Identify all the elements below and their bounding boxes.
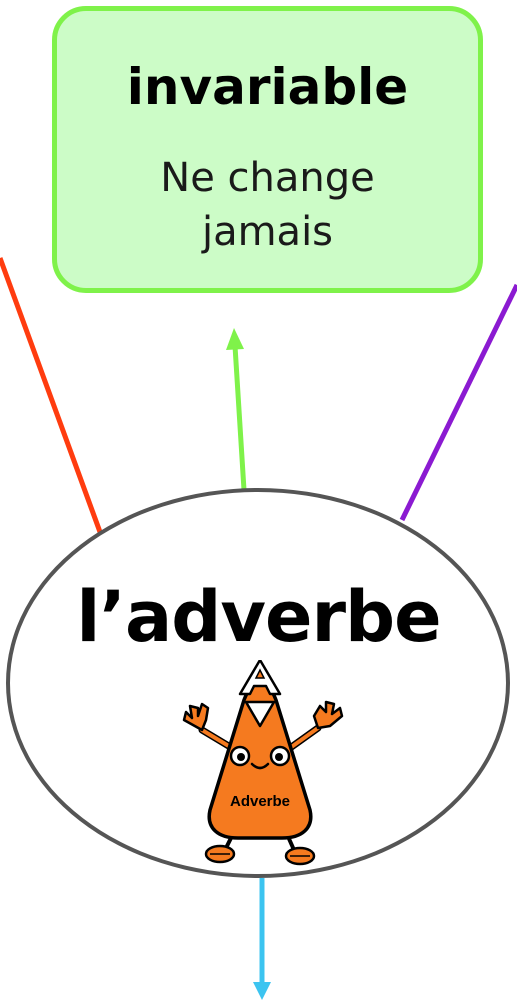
connector-green-line [232,345,247,491]
box-title: invariable [126,58,409,116]
center-title: l’adverbe [76,576,441,658]
connector-red-line [0,257,103,533]
box-description-line-1: Ne change [160,155,375,201]
invariable-box: invariable Ne change jamais [52,6,483,293]
box-description: Ne change jamais [57,151,478,259]
connector-purple-line [399,283,517,522]
box-description-line-2: jamais [201,209,334,255]
connector-green-arrowhead [226,328,244,350]
connector-blue-arrowhead [253,982,271,1000]
adverb-mascot-illustration: Adverbe [182,660,344,866]
mascot-label: Adverbe [230,793,290,810]
